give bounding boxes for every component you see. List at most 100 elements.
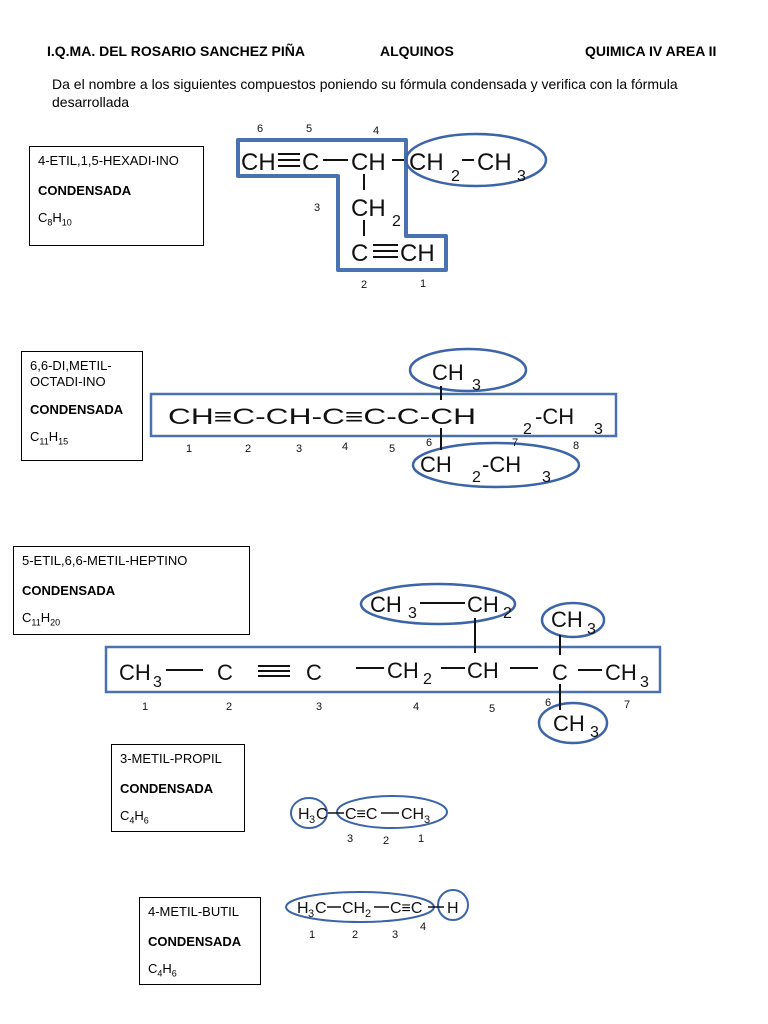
svg-text:6: 6 <box>426 437 432 449</box>
compound-card-5: 4-METIL-BUTIL CONDENSADA C4H6 <box>139 897 261 985</box>
svg-text:6: 6 <box>257 123 263 135</box>
molecular-formula: C8H10 <box>38 210 72 228</box>
svg-text:H: H <box>298 806 310 823</box>
svg-text:2: 2 <box>361 279 367 291</box>
structure-2: CH 3 CH≡C-CH-C≡C-C-CH 2 -CH 3 CH 2 -CH 3… <box>149 347 618 489</box>
svg-text:4: 4 <box>413 701 419 713</box>
triple-bond-group: C≡C <box>345 806 377 823</box>
svg-text:6: 6 <box>545 697 551 709</box>
atom-ch: CH <box>409 149 444 176</box>
main-chain-outline <box>104 645 662 694</box>
svg-text:2: 2 <box>503 605 512 622</box>
svg-text:5: 5 <box>489 703 495 715</box>
svg-text:2: 2 <box>245 443 251 455</box>
svg-text:2: 2 <box>226 701 232 713</box>
svg-text:H: H <box>447 900 459 917</box>
atom-ch: CH <box>432 360 464 385</box>
compound-card-2: 6,6-DI,METIL-OCTADI-INO CONDENSADA C11H1… <box>21 351 143 461</box>
svg-text:CH: CH <box>401 806 424 823</box>
svg-text:C: C <box>315 900 327 917</box>
svg-text:1: 1 <box>418 833 424 845</box>
atom-ch2: CH <box>387 658 419 683</box>
methyl-ellipse <box>408 347 528 393</box>
condensada-label: CONDENSADA <box>148 934 242 949</box>
molecular-formula: C11H20 <box>22 610 61 628</box>
condensada-label: CONDENSADA <box>120 781 214 796</box>
svg-text:CH: CH <box>342 900 365 917</box>
atom-c: C <box>351 240 368 267</box>
atom-ch: CH <box>477 149 512 176</box>
svg-text:3: 3 <box>472 377 481 394</box>
svg-text:1: 1 <box>186 443 192 455</box>
svg-text:C: C <box>316 806 328 823</box>
atom-ch3: CH <box>605 660 637 685</box>
svg-text:3: 3 <box>347 833 353 845</box>
chain-ellipse <box>336 795 448 829</box>
svg-text:1: 1 <box>309 929 315 941</box>
svg-text:3: 3 <box>517 168 526 185</box>
atom-ch3: CH <box>119 660 151 685</box>
atom-ch: CH <box>400 240 435 267</box>
compound-card-4: 3-METIL-PROPIL CONDENSADA C4H6 <box>111 744 245 832</box>
atom-ch: CH <box>467 592 499 617</box>
atom-ch: CH <box>553 711 585 736</box>
compound-name: 3-METIL-PROPIL <box>120 751 222 766</box>
triple-bond-group: C≡C <box>390 900 422 917</box>
svg-text:2: 2 <box>352 929 358 941</box>
svg-text:3: 3 <box>424 814 430 826</box>
atom-ch: CH <box>467 658 499 683</box>
structure-1: CH C CH CH 2 CH 3 CH 2 C CH 6 5 4 3 2 1 <box>236 123 548 291</box>
molecular-formula: C4H6 <box>148 961 177 979</box>
methyl-ellipse-top <box>540 601 606 639</box>
svg-text:3: 3 <box>316 701 322 713</box>
svg-text:-CH: -CH <box>535 404 574 429</box>
atom-c: C <box>217 660 233 685</box>
teacher-name: I.Q.MA. DEL ROSARIO SANCHEZ PIÑA <box>47 43 305 59</box>
structure-3: CH 3 CH 2 CH 3 CH 3 C C CH 2 CH C CH 3 C… <box>104 582 662 745</box>
svg-text:3: 3 <box>640 674 649 691</box>
main-chain-outline <box>236 138 448 272</box>
svg-text:2: 2 <box>451 168 460 185</box>
atom-ch: CH <box>370 592 402 617</box>
svg-text:7: 7 <box>624 699 630 711</box>
topic-title: ALQUINOS <box>380 43 454 59</box>
atom-c: C <box>306 660 322 685</box>
methyl-ellipse <box>290 797 328 829</box>
hydrogen-ellipse <box>437 889 469 921</box>
compound-name: 5-ETIL,6,6-METIL-HEPTINO <box>22 553 188 568</box>
structure-4: H 3 C C≡C CH 3 3 2 1 <box>290 795 448 847</box>
atom-ch: CH <box>351 149 386 176</box>
svg-text:5: 5 <box>306 123 312 135</box>
atom-c: C <box>302 149 319 176</box>
svg-text:8: 8 <box>573 440 579 452</box>
svg-text:3: 3 <box>314 202 320 214</box>
structure-5: H 3 C CH 2 C≡C H 1 2 3 4 <box>285 889 469 941</box>
svg-text:7: 7 <box>512 437 518 449</box>
methyl-ellipse-bottom <box>537 701 609 745</box>
svg-text:3: 3 <box>587 621 596 638</box>
condensada-label: CONDENSADA <box>38 183 132 198</box>
svg-text:-CH: -CH <box>482 452 521 477</box>
svg-text:3: 3 <box>309 814 315 826</box>
svg-text:2: 2 <box>423 671 432 688</box>
svg-text:2: 2 <box>383 835 389 847</box>
svg-text:5: 5 <box>389 443 395 455</box>
svg-text:3: 3 <box>153 674 162 691</box>
atom-ch: CH <box>241 149 276 176</box>
main-chain: CH≡C-CH-C≡C-C-CH <box>168 404 476 429</box>
molecular-formula: C11H15 <box>30 429 69 447</box>
course-name: QUIMICA IV AREA II <box>585 43 717 59</box>
svg-text:4: 4 <box>373 125 379 137</box>
compound-card-1: 4-ETIL,1,5-HEXADI-INO CONDENSADA C8H10 <box>29 146 204 246</box>
svg-text:2: 2 <box>472 469 481 486</box>
compound-name: 6,6-DI,METIL-OCTADI-INO <box>30 358 112 389</box>
compound-name: 4-METIL-BUTIL <box>148 904 240 919</box>
svg-text:4: 4 <box>342 441 348 453</box>
compound-card-3: 5-ETIL,6,6-METIL-HEPTINO CONDENSADA C11H… <box>13 546 250 635</box>
atom-ch: CH <box>420 452 452 477</box>
svg-text:3: 3 <box>542 469 551 486</box>
svg-text:3: 3 <box>296 443 302 455</box>
svg-text:4: 4 <box>420 921 426 933</box>
ethyl-ellipse <box>404 132 548 188</box>
